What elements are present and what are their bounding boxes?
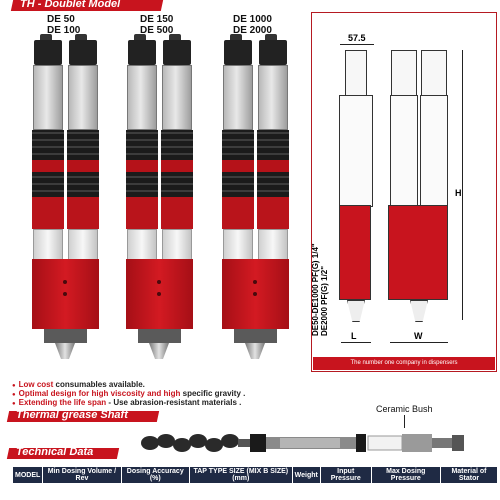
- group-label-top: DE 50: [47, 14, 75, 25]
- feature-item: Extending the life span - Use abrasion-r…: [12, 399, 245, 408]
- table-header-cell: Material of Stator: [439, 466, 499, 484]
- feature-item: Low cost consumables available.: [12, 381, 245, 390]
- feature-highlight: Optimal design for high viscosity and hi…: [18, 389, 181, 398]
- table-header-cell: Dosing Accuracy (%): [120, 466, 190, 484]
- group-label-top: DE 1000: [233, 14, 272, 25]
- dispenser-unit-left: [32, 34, 64, 375]
- feature-highlight: Extending the life span: [18, 398, 107, 407]
- port-size-line2: DE2000 PF(G) 1/2": [320, 265, 329, 336]
- feature-rest: - Use abrasion-resistant materials .: [106, 398, 242, 407]
- table-header-cell: Min Dosing Volume / Rev: [42, 466, 122, 484]
- slogan-banner: The number one company in dispensers: [313, 357, 495, 370]
- table-header-cell: Input Pressure: [319, 466, 372, 484]
- feature-rest: consumables available.: [53, 380, 145, 389]
- table-header-cell: Max Dosing Pressure: [370, 466, 441, 484]
- front-view: [388, 50, 448, 322]
- feature-rest: specific gravity .: [180, 389, 246, 398]
- feature-highlight: Low cost: [18, 380, 54, 389]
- group-label-bottom: DE 2000: [233, 25, 272, 36]
- table-header-cell: Weight: [291, 466, 321, 484]
- group-label: DE 50 DE 100: [47, 14, 80, 36]
- group-label-bottom: DE 100: [47, 25, 81, 36]
- port-size-note: DE50-DE1000 PF(G) 1/4" DE2000 PF(G) 1/2": [311, 118, 329, 338]
- nozzle: [245, 343, 265, 359]
- dim-l: L: [351, 331, 357, 341]
- port-size-line1: DE50-DE1000 PF(G) 1/4": [311, 243, 320, 336]
- page-title: TH - Doublet Model: [20, 0, 121, 10]
- feature-item: Optimal design for high viscosity and hi…: [12, 389, 246, 399]
- dim-w: W: [414, 331, 423, 341]
- section-title-shaft: Thermal grease Shaft: [16, 409, 128, 421]
- dispenser-photos: DE 50 DE 100 DE 150 DE 500 DE 1000 DE 20…: [0, 10, 300, 382]
- feature-list: Low cost consumables available. Optimal …: [12, 381, 246, 408]
- technical-drawing: [311, 12, 497, 372]
- table-header-cell: TAP TYPE SIZE (MIX B SIZE) (mm): [188, 466, 293, 484]
- table-header-row: MODEL Min Dosing Volume / Rev Dosing Acc…: [11, 466, 499, 484]
- dim-width: 57.5: [348, 33, 366, 43]
- group-label-top: DE 150: [140, 14, 174, 25]
- section-title-tech: Technical Data: [16, 446, 94, 458]
- shaft-image: [141, 434, 464, 452]
- group-label-bottom: DE 500: [140, 25, 174, 36]
- technical-data-table: MODEL Min Dosing Volume / Rev Dosing Acc…: [11, 466, 499, 484]
- nozzle: [55, 343, 75, 359]
- group-label: DE 1000 DE 2000: [233, 14, 272, 36]
- group-label: DE 150 DE 500: [140, 14, 173, 36]
- ceramic-bush-label: Ceramic Bush: [376, 404, 433, 414]
- side-view: [337, 50, 373, 322]
- dim-h: H: [455, 188, 462, 198]
- table-header-cell: MODEL: [11, 466, 44, 484]
- nozzle: [149, 343, 169, 359]
